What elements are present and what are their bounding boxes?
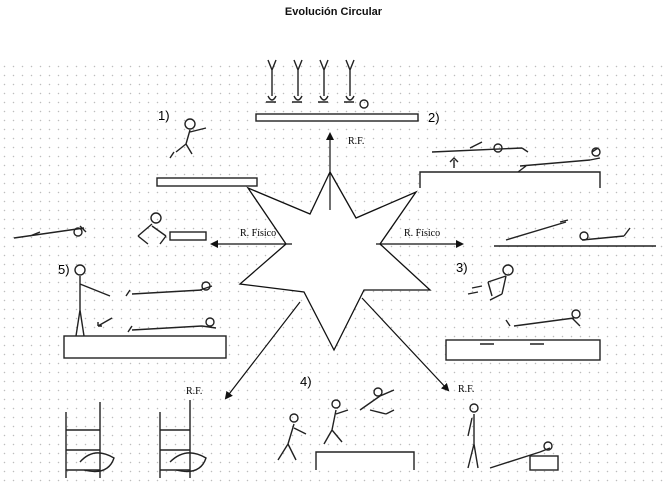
station-2-right-illustration <box>419 141 601 188</box>
arrow-bottom-left <box>224 301 301 400</box>
right-crawling-illustration <box>494 219 656 247</box>
arrow-label-right: R. Físico <box>404 228 441 239</box>
station-3-number: 3) <box>456 260 468 275</box>
bottom-right-illustration <box>467 403 559 471</box>
arrow-label-top: R.F. <box>348 136 365 147</box>
station-5-number: 5) <box>58 262 70 277</box>
station-4-illustration <box>277 387 415 470</box>
station-1-number: 1) <box>158 108 170 123</box>
station-1-illustration <box>156 118 258 187</box>
station-5-illustration <box>63 264 227 359</box>
station-3-illustration <box>445 264 601 361</box>
diagram-title: Evolución Circular <box>284 6 383 18</box>
central-star <box>238 170 432 352</box>
arrow-label-bottom-right: R.F. <box>458 384 475 395</box>
arrow-label-left: R. Físico <box>240 228 277 239</box>
station-2-illustration <box>255 59 419 122</box>
arrow-bottom-right <box>361 297 450 392</box>
left-crawling-illustration <box>13 212 207 245</box>
station-2-number: 2) <box>428 110 440 125</box>
arrow-label-bottom-left: R.F. <box>186 386 203 397</box>
station-4-number: 4) <box>300 374 312 389</box>
wall-bars-illustration <box>65 400 207 478</box>
